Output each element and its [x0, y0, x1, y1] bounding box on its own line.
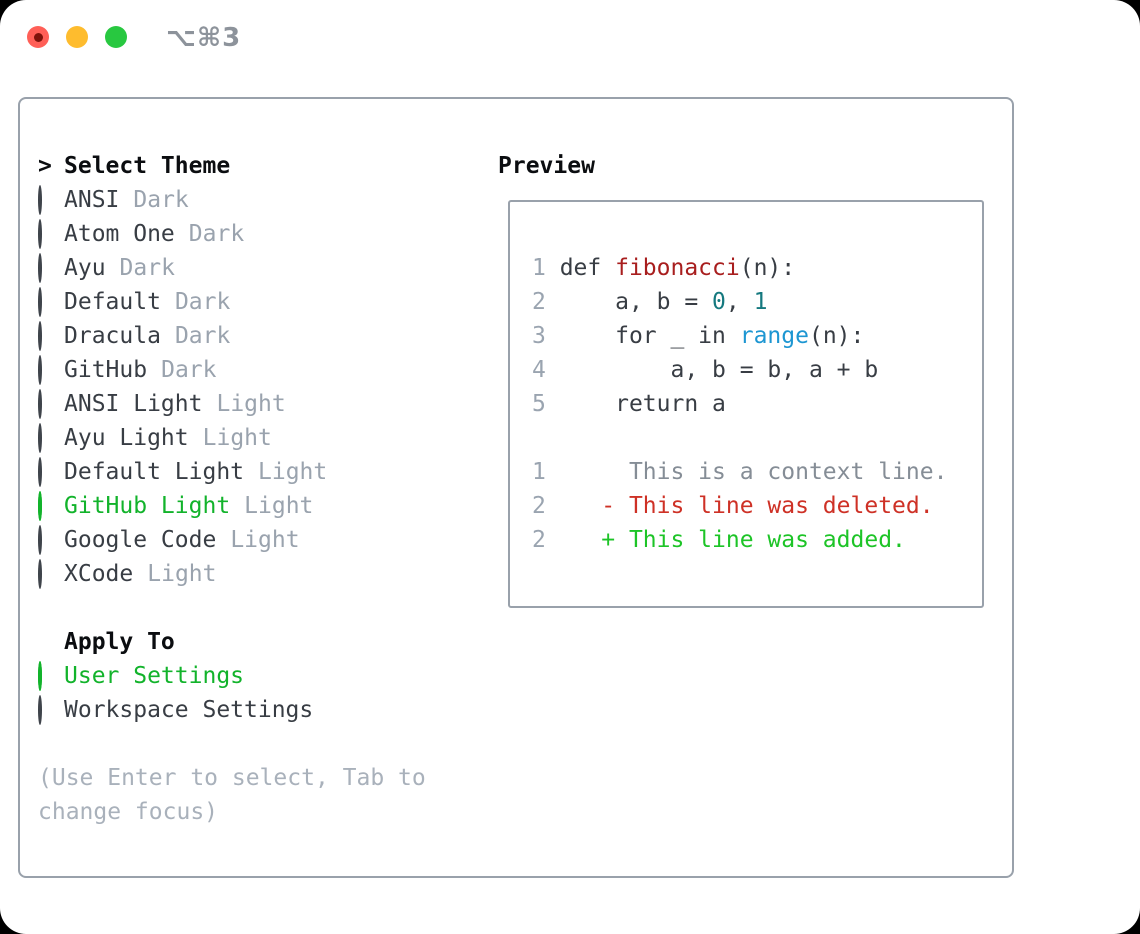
theme-option[interactable]: ANSI Dark: [38, 183, 478, 217]
theme-option-label: Google Code: [64, 527, 217, 553]
radio-icon: [38, 525, 42, 555]
code-line: 1 def fibonacci(n):: [532, 255, 796, 281]
theme-option-variant-tag: Light: [216, 391, 286, 417]
radio-icon: [38, 457, 42, 487]
radio-selected-icon: [38, 661, 42, 691]
theme-option[interactable]: Default Light Light: [38, 455, 478, 489]
radio-icon: [38, 321, 42, 351]
apply-to-header: Apply To: [38, 625, 478, 659]
code-line: 5 return a: [532, 391, 726, 417]
code-line: 2 + This line was added.: [532, 527, 906, 553]
radio-icon: [38, 287, 42, 317]
theme-option[interactable]: Ayu Dark: [38, 251, 478, 285]
close-button-dot-icon: [33, 32, 43, 42]
theme-option-variant-tag: Dark: [133, 187, 189, 213]
code-line: 3 for _ in range(n):: [532, 323, 865, 349]
focus-caret-icon: >: [38, 153, 52, 179]
theme-option-variant-tag: Dark: [119, 255, 175, 281]
radio-icon: [38, 423, 42, 453]
preview-title: Preview: [498, 153, 595, 179]
minimize-button[interactable]: [66, 26, 88, 48]
theme-option-label: Dracula: [64, 323, 161, 349]
theme-option-label: GitHub Light: [64, 493, 231, 519]
maximize-button[interactable]: [105, 26, 127, 48]
theme-option-variant-tag: Light: [202, 425, 272, 451]
theme-option[interactable]: ANSI Light Light: [38, 387, 478, 421]
theme-option-label: Atom One: [64, 221, 175, 247]
code-lines: 1 def fibonacci(n): 2 a, b = 0, 1 3 for _ …: [532, 251, 982, 557]
theme-option-label: ANSI: [64, 187, 120, 213]
theme-option-variant-tag: Dark: [174, 289, 231, 315]
radio-selected-icon: [38, 491, 42, 521]
select-theme-header-label: Select Theme: [64, 153, 231, 179]
apply-to-option[interactable]: User Settings: [38, 659, 478, 693]
radio-icon: [38, 185, 42, 215]
theme-option-variant-tag: Dark: [188, 221, 245, 247]
close-button[interactable]: [27, 26, 49, 48]
theme-option-variant-tag: Dark: [174, 323, 231, 349]
code-line: 1 This is a context line.: [532, 459, 948, 485]
window-title: ⌥⌘3: [166, 23, 242, 53]
code-line: 2 - This line was deleted.: [532, 493, 934, 519]
radio-icon: [38, 219, 42, 249]
preview-code-box: 1 def fibonacci(n): 2 a, b = 0, 1 3 for _ …: [508, 200, 984, 608]
apply-to-option-label: Workspace Settings: [64, 697, 314, 723]
code-line: [532, 421, 982, 455]
theme-option-label: XCode: [64, 561, 134, 587]
theme-option-variant-tag: Light: [147, 561, 217, 587]
radio-icon: [38, 559, 42, 589]
hint-text-line1: (Use Enter to select, Tab to: [38, 765, 426, 791]
theme-option-label: GitHub: [64, 357, 148, 383]
radio-icon: [38, 355, 42, 385]
apply-to-header-label: Apply To: [64, 629, 175, 655]
theme-option[interactable]: Dracula Dark: [38, 319, 478, 353]
theme-option-label: Ayu Light: [64, 425, 189, 451]
theme-option[interactable]: Ayu Light Light: [38, 421, 478, 455]
spacer: [38, 727, 478, 761]
theme-option[interactable]: Atom One Dark: [38, 217, 478, 251]
theme-option[interactable]: GitHub Light Light: [38, 489, 478, 523]
theme-option-variant-tag: Light: [258, 459, 328, 485]
radio-icon: [38, 389, 42, 419]
select-theme-header: > Select Theme: [38, 149, 478, 183]
theme-option[interactable]: Google Code Light: [38, 523, 478, 557]
theme-option[interactable]: XCode Light: [38, 557, 478, 591]
theme-option-label: Default: [64, 289, 161, 315]
apply-to-option[interactable]: Workspace Settings: [38, 693, 478, 727]
theme-option[interactable]: GitHub Dark: [38, 353, 478, 387]
code-line: 2 a, b = 0, 1: [532, 289, 768, 315]
theme-option-variant-tag: Light: [230, 527, 300, 553]
radio-icon: [38, 695, 42, 725]
radio-icon: [38, 253, 42, 283]
theme-option-variant-tag: Dark: [161, 357, 217, 383]
hint-text-line2: change focus): [38, 799, 219, 825]
theme-option-variant-tag: Light: [244, 493, 314, 519]
theme-option-label: ANSI Light: [64, 391, 203, 417]
apply-to-option-label: User Settings: [64, 663, 245, 689]
code-line: 4 a, b = b, a + b: [532, 357, 879, 383]
spacer: [38, 591, 478, 625]
theme-option[interactable]: Default Dark: [38, 285, 478, 319]
theme-option-label: Ayu: [64, 255, 106, 281]
theme-option-label: Default Light: [64, 459, 245, 485]
